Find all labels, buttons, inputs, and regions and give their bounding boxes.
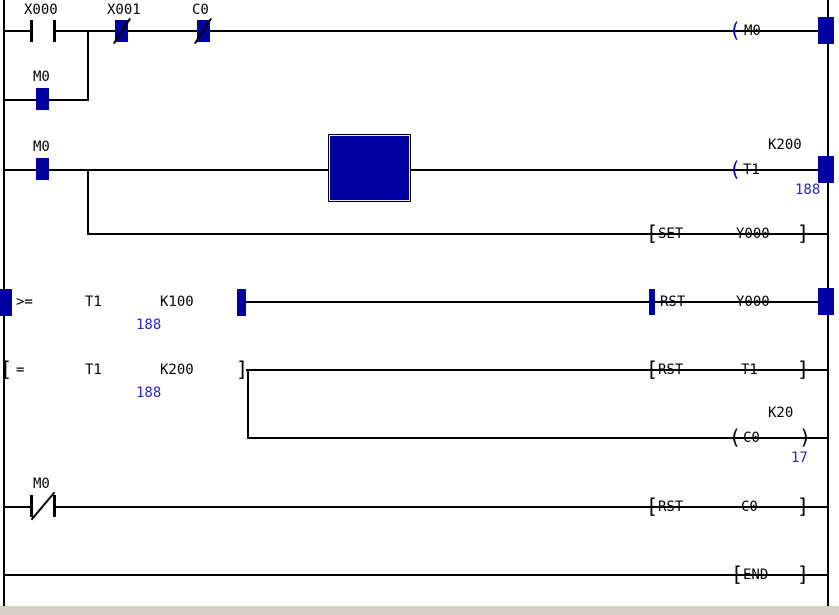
compare2-arg1: T1	[85, 362, 102, 378]
compare1-arg2: K100	[160, 294, 194, 310]
rst-c0-open-bracket: [	[646, 494, 659, 518]
coil-c0-close-paren: )	[799, 425, 812, 449]
rst-c0-close-bracket: ]	[797, 494, 810, 518]
branch-contact-m0-label: M0	[33, 69, 50, 85]
coil-t1[interactable]: T1	[743, 162, 760, 178]
rst-c0-operand: C0	[741, 499, 758, 515]
rung1-wire	[3, 30, 829, 32]
coil-m0[interactable]: M0	[744, 23, 761, 39]
rung6-wire	[3, 574, 829, 576]
contact-x000[interactable]	[30, 20, 33, 42]
compare2-current-value: 188	[136, 385, 162, 401]
timer-preset-label: K200	[768, 137, 802, 153]
counter-current-value: 17	[791, 450, 808, 466]
window-edge-bottom	[0, 606, 839, 615]
compare2-arg2: K200	[160, 362, 194, 378]
rst-y000-open-bracket-highlight	[649, 289, 655, 315]
rst-y000-instruction[interactable]: RST	[660, 294, 686, 310]
set-operand: Y000	[736, 226, 770, 242]
coil-m0-rail-highlight	[818, 17, 834, 44]
counter-preset-label: K20	[768, 405, 794, 421]
rst-t1-instruction[interactable]: RST	[658, 362, 684, 378]
contact-m0-nc[interactable]	[30, 495, 33, 517]
coil-t1-open-paren: (	[729, 157, 742, 181]
coil-t1-rail-highlight	[818, 156, 834, 183]
compare2-close-bracket: ]	[236, 357, 249, 381]
rung5-wire	[3, 506, 829, 508]
end-open-bracket: [	[731, 562, 744, 586]
rst-c0-instruction[interactable]: RST	[658, 499, 684, 515]
c0-branch-wire	[247, 437, 829, 439]
rst-y000-rail-highlight	[818, 288, 834, 315]
rst-y000-operand: Y000	[736, 294, 770, 310]
contact-m0[interactable]	[36, 158, 49, 180]
contact-m0-nc-label: M0	[33, 476, 50, 492]
rung4-wire	[246, 369, 829, 371]
coil-m0-open-paren: (	[729, 18, 742, 42]
rst-t1-close-bracket: ]	[797, 357, 810, 381]
set-close-bracket: ]	[797, 221, 810, 245]
end-instruction[interactable]: END	[743, 567, 769, 583]
set-branch-wire	[87, 233, 829, 235]
set-branch-junction-wire	[87, 170, 89, 234]
set-instruction[interactable]: SET	[658, 226, 684, 242]
contact-m0-nc-bar2	[53, 495, 56, 517]
end-close-bracket: ]	[797, 562, 810, 586]
contact-m0-label: M0	[33, 139, 50, 155]
contact-c0-label: C0	[192, 2, 209, 18]
timer-current-value: 188	[795, 182, 821, 198]
contact-x000-gap	[33, 20, 53, 42]
rung3-wire	[246, 301, 829, 303]
compare1-close-bracket-highlight	[237, 289, 246, 316]
compare1-current-value: 188	[136, 317, 162, 333]
rst-t1-open-bracket: [	[646, 357, 659, 381]
rung2-wire	[3, 169, 829, 171]
contact-x000-label: X000	[24, 2, 58, 18]
contact-x001-label: X001	[107, 2, 141, 18]
branch1-junction-wire	[87, 31, 89, 101]
compare1-arg1: T1	[85, 294, 102, 310]
coil-c0[interactable]: C0	[743, 430, 760, 446]
branch-contact-m0[interactable]	[36, 88, 49, 110]
compare1-operator: >=	[16, 294, 33, 310]
coil-c0-open-paren: (	[729, 425, 742, 449]
c0-branch-junction-wire	[247, 370, 249, 438]
compare2-open-bracket: [	[0, 357, 13, 381]
selection-cursor[interactable]	[328, 134, 411, 202]
contact-x000-bar2	[53, 20, 56, 42]
compare2-operator: =	[16, 362, 25, 378]
rst-t1-operand: T1	[741, 362, 758, 378]
set-open-bracket: [	[646, 221, 659, 245]
compare1-open-bracket-highlight[interactable]	[0, 289, 12, 316]
